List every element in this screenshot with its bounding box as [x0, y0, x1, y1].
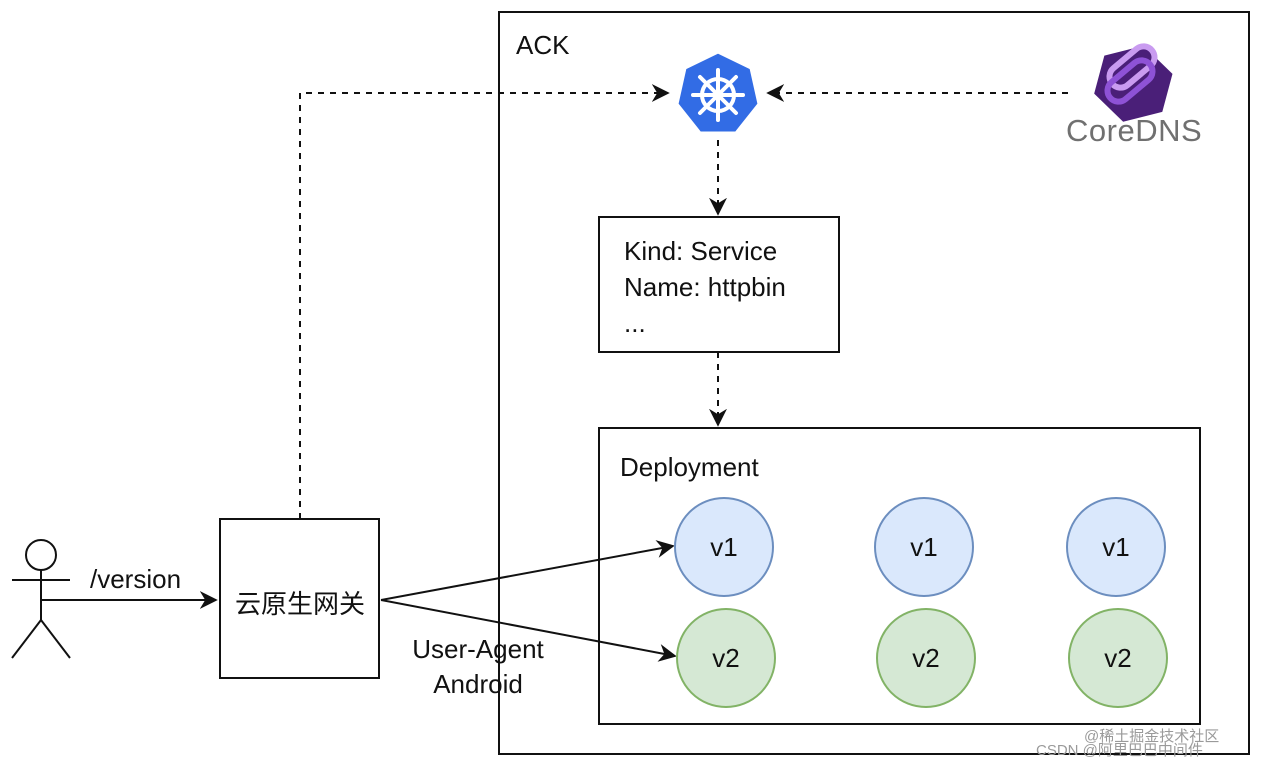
gateway-to-k8s-dashed-arrow	[299, 84, 670, 519]
service-kind-line: Kind: Service	[624, 236, 778, 266]
route-condition-line1: User-Agent	[412, 634, 544, 664]
pod-v1-1-label: v1	[710, 532, 738, 562]
pod-v1-3-label: v1	[1102, 532, 1130, 562]
request-path-label: /version	[90, 564, 182, 594]
route-condition-label: User-Agent Android	[388, 632, 568, 702]
pods	[674, 497, 1168, 708]
service-ellipsis-line: ...	[624, 308, 646, 338]
watermark-line2: CSDN @阿里巴巴中间件	[1036, 742, 1203, 759]
pod-v2-3-label: v2	[1104, 643, 1132, 673]
gateway-label: 云原生网关	[234, 589, 365, 619]
ack-cluster-box	[498, 11, 1250, 755]
deployment-title: Deployment	[620, 452, 759, 482]
actor-icon	[11, 539, 71, 659]
service-name-line: Name: httpbin	[624, 272, 786, 302]
route-condition-line2: Android	[433, 669, 523, 699]
pod-v1-1	[674, 497, 774, 597]
pod-v2-1	[676, 608, 776, 708]
pod-v2-3	[1068, 608, 1168, 708]
pod-v1-2-label: v1	[910, 532, 938, 562]
pod-v2-2	[876, 608, 976, 708]
ack-label: ACK	[516, 30, 570, 60]
watermark-line1: @稀土掘金技术社区	[1084, 728, 1220, 745]
pod-v2-1-label: v2	[712, 643, 740, 673]
gateway-to-v2-arrow	[380, 599, 677, 662]
coredns-wordmark-dns: DNS	[1135, 113, 1203, 148]
coredns-wordmark: CoreDNS	[1066, 113, 1202, 149]
kubernetes-icon	[675, 50, 761, 135]
gateway-to-v1-arrow	[380, 540, 675, 601]
service-box-text: Kind: Service Name: httpbin ...	[624, 233, 786, 341]
pod-v1-3	[1066, 497, 1166, 597]
coredns-wordmark-core: Core	[1066, 113, 1136, 148]
pod-v1-2	[874, 497, 974, 597]
pod-v2-2-label: v2	[912, 643, 940, 673]
coredns-logo-icon	[1094, 43, 1173, 122]
